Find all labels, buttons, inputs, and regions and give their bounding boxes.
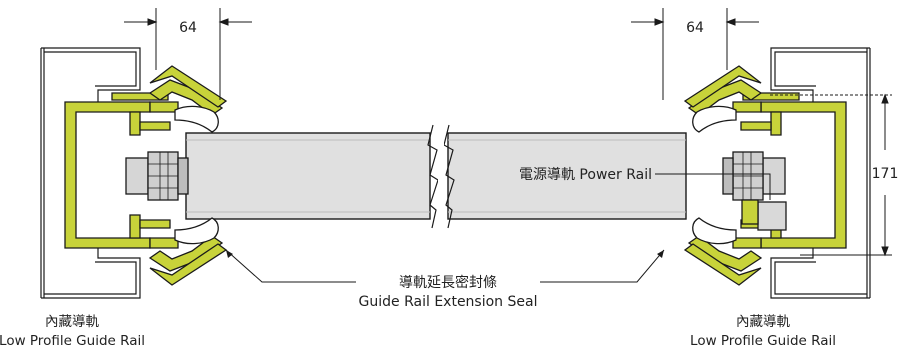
right-guide-label-en: Low Profile Guide Rail (690, 333, 836, 349)
dimension-right-label: 64 (686, 20, 704, 36)
right-guide-label-zh: 內藏導軌 (736, 314, 790, 330)
left-guide-label-en: Low Profile Guide Rail (0, 333, 145, 349)
right-guide-rail (683, 65, 847, 286)
leader-lines (225, 173, 771, 283)
dimension-right (631, 8, 759, 100)
left-guide-rail (64, 65, 228, 286)
left-structure (40, 47, 141, 299)
door-panel (185, 124, 687, 229)
seal-label-en: Guide Rail Extension Seal (359, 294, 538, 310)
dimension-left-label: 64 (179, 20, 197, 36)
right-structure (770, 47, 871, 299)
power-rail-label: 電源導軌 Power Rail (519, 167, 652, 183)
seal-label-zh: 導軌延長密封條 (399, 274, 497, 291)
leader-arrows (226, 250, 664, 258)
dimension-height-label: 171 (872, 166, 899, 182)
dimension-height (770, 93, 892, 257)
left-guide-label-zh: 內藏導軌 (45, 314, 99, 330)
dimension-left (124, 8, 252, 100)
